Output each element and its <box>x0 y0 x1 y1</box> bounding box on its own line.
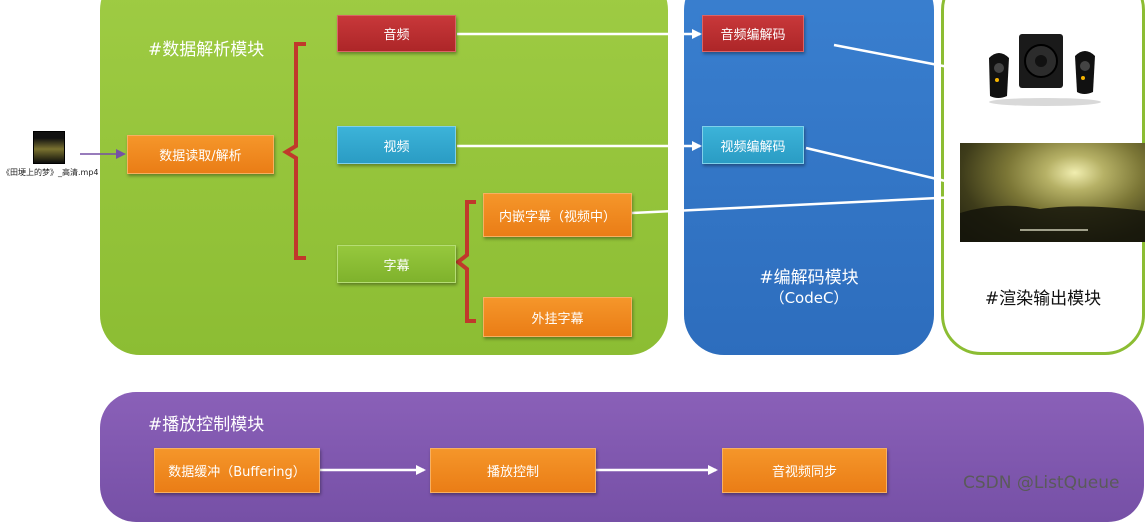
av-sync-box: 音视频同步 <box>722 448 887 493</box>
subtitle-bracket <box>454 200 476 323</box>
audio-decoder-box: 音频编解码 <box>702 15 804 52</box>
audio-to-speakers-arrow <box>833 43 966 74</box>
read-parse-box: 数据读取/解析 <box>127 135 274 174</box>
parse-module-title: #数据解析模块 <box>148 40 265 60</box>
render-module-title: #渲染输出模块 <box>984 289 1102 309</box>
connector-layer <box>80 29 966 475</box>
video-to-screen-arrow <box>805 146 960 188</box>
subtitle-to-screen-arrow <box>631 192 960 215</box>
video-box: 视频 <box>337 126 456 164</box>
audio-box: 音频 <box>337 15 456 52</box>
external-subtitle-box: 外挂字幕 <box>483 297 632 337</box>
codec-module-title: #编解码模块 <box>759 268 859 288</box>
main-bracket <box>282 42 306 260</box>
codec-module <box>684 0 934 355</box>
codec-module-subtitle: （CodeC） <box>769 289 849 307</box>
data-parse-module <box>100 0 668 355</box>
playback-control-box: 播放控制 <box>430 448 596 493</box>
video-frame-image-icon <box>960 143 1145 242</box>
input-file-label: 《田埂上的梦》_高清.mp4 <box>2 168 99 177</box>
speakers-image-icon <box>985 28 1105 108</box>
playback-module-title: #播放控制模块 <box>148 415 265 435</box>
buffering-box: 数据缓冲（Buffering） <box>154 448 320 493</box>
watermark: CSDN @ListQueue <box>963 473 1120 493</box>
subtitle-box: 字幕 <box>337 245 456 283</box>
video-decoder-box: 视频编解码 <box>702 126 804 164</box>
embedded-subtitle-box: 内嵌字幕（视频中） <box>483 193 632 237</box>
video-file-thumbnail-icon <box>33 131 65 164</box>
